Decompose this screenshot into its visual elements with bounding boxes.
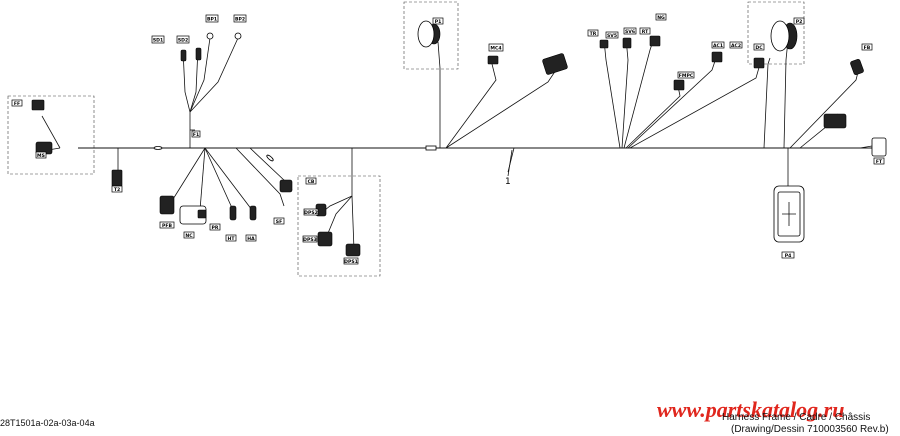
svg-text:FB: FB <box>864 45 871 51</box>
inset-frame-pressure-switches <box>297 175 381 277</box>
connector-tag-bp2: BP2 <box>233 14 247 23</box>
connector-tag-pr: PR <box>209 223 221 231</box>
watermark-text: www.partskatalog.ru <box>657 397 845 422</box>
svg-text:DC: DC <box>755 45 763 51</box>
connector-tag-sf: SF <box>273 217 285 225</box>
svg-text:FT: FT <box>876 159 883 165</box>
connector-tag-dps1: DPS1 <box>343 257 359 265</box>
connector-tag-p1: P1 <box>432 17 444 25</box>
svg-text:CB: CB <box>308 179 315 185</box>
connector-tag-nc: NC <box>183 231 195 239</box>
svg-text:NG: NG <box>657 15 665 21</box>
svg-text:RT: RT <box>642 29 649 35</box>
connector-tag-sd2: SD2 <box>176 35 190 44</box>
connector-tag-ff: FF <box>11 99 23 107</box>
svg-text:BP1: BP1 <box>207 17 217 23</box>
connector-tag-cb: CB <box>305 177 317 185</box>
svg-text:DPS3: DPS3 <box>303 237 317 243</box>
svg-text:PFB: PFB <box>162 223 173 229</box>
connector-tag-dps3: DPS3 <box>302 235 318 243</box>
connector-tag-ms: MS <box>35 151 47 159</box>
callout-number: 1 <box>505 177 511 187</box>
callout-leader <box>507 147 515 173</box>
connector-tag-sv5: SV5 <box>605 31 619 39</box>
svg-text:SD1: SD1 <box>153 38 163 44</box>
svg-text:SV6: SV6 <box>625 29 635 35</box>
connector-tag-ng: NG <box>655 13 667 21</box>
svg-text:BP2: BP2 <box>235 17 245 23</box>
connector-tag-dps2: DPS2 <box>303 208 319 216</box>
svg-text:MS: MS <box>37 153 45 159</box>
connector-tag-rt: RT <box>639 27 651 35</box>
svg-text:P4: P4 <box>785 253 792 259</box>
svg-text:HA: HA <box>247 236 255 242</box>
connector-tag-ac1: AC1 <box>711 41 725 49</box>
svg-text:SF: SF <box>276 219 282 225</box>
svg-text:P1: P1 <box>435 19 442 25</box>
svg-text:FF: FF <box>14 101 20 107</box>
connector-tag-p2: P2 <box>793 17 805 25</box>
illustration-code: 28T1501a-02a-03a-04a <box>0 418 95 428</box>
inset-frame-top-left <box>403 1 459 70</box>
svg-text:NC: NC <box>185 233 193 239</box>
svg-text:P2: P2 <box>796 19 803 25</box>
svg-text:HT: HT <box>228 236 236 242</box>
connector-tag-dc: DC <box>753 43 765 51</box>
svg-text:SV5: SV5 <box>607 33 617 39</box>
connector-tag-fmpc: FMPC <box>677 71 695 79</box>
inset-frame-left <box>7 95 95 175</box>
svg-text:MC4: MC4 <box>490 46 501 52</box>
connector-tag-f1: F1 <box>191 130 201 138</box>
svg-text:SD2: SD2 <box>178 38 188 44</box>
connector-tag-bp1: BP1 <box>205 14 219 23</box>
connector-tag-ha: HA <box>245 234 257 242</box>
connector-tag-sv6: SV6 <box>623 27 637 35</box>
harness-title: Harness Frame / Cadre / Châssis <box>722 412 871 423</box>
svg-text:T2: T2 <box>114 187 120 193</box>
connector-tag-t2: T2 <box>111 185 123 193</box>
svg-text:AC1: AC1 <box>713 43 723 49</box>
connector-tag-sd1: SD1 <box>151 35 165 44</box>
connector-tag-p4: P4 <box>781 251 795 259</box>
drawing-number: (Drawing/Dessin 710003560 Rev.b) <box>731 424 889 435</box>
connector-tag-ac2: AC2 <box>729 41 743 49</box>
connector-tag-ft: FT <box>873 157 885 165</box>
connector-tag-mc4: MC4 <box>488 43 504 52</box>
svg-text:F1: F1 <box>193 132 199 138</box>
connector-tag-fb: FB <box>861 43 873 51</box>
svg-text:AC2: AC2 <box>731 43 741 49</box>
wire-branches <box>41 37 873 251</box>
svg-text:DPS1: DPS1 <box>344 259 358 265</box>
connector-tag-tr: TR <box>587 29 599 37</box>
connector-tag-pfb: PFB <box>159 221 175 229</box>
svg-text:FMPC: FMPC <box>679 73 694 79</box>
svg-text:TR: TR <box>590 31 597 37</box>
inset-frame-top-right <box>747 1 805 65</box>
svg-text:DPS2: DPS2 <box>304 210 318 216</box>
connector-tag-ht: HT <box>225 234 237 242</box>
connector-bodies <box>31 20 887 257</box>
svg-text:PR: PR <box>212 225 219 231</box>
